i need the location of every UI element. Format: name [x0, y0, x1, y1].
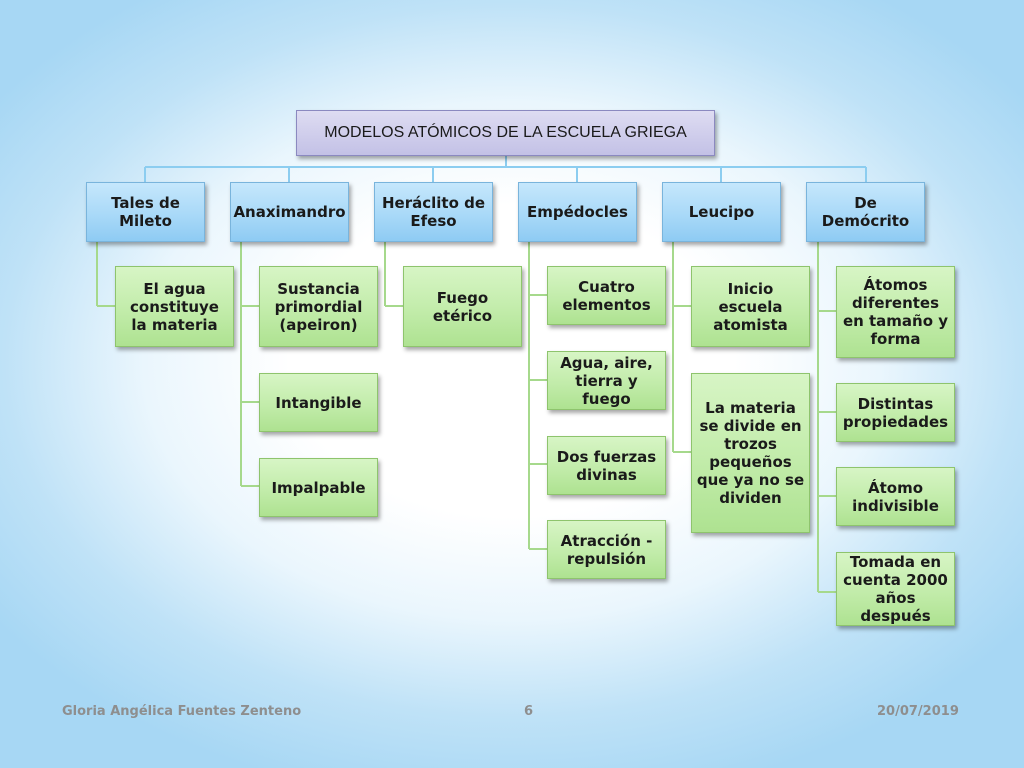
item-empedocles-3: Dos fuerzas divinas: [547, 436, 666, 495]
item-empedocles-1: Cuatro elementos: [547, 266, 666, 325]
item-heraclito-1: Fuego etérico: [403, 266, 522, 347]
footer-date: 20/07/2019: [877, 704, 959, 719]
header-tales-de-mileto: Tales de Mileto: [86, 182, 205, 242]
footer-page-number: 6: [524, 704, 534, 719]
item-anaximandro-3: Impalpable: [259, 458, 378, 517]
diagram-title: MODELOS ATÓMICOS DE LA ESCUELA GRIEGA: [296, 110, 715, 156]
header-democrito: De Demócrito: [806, 182, 925, 242]
item-tales-1: El agua constituye la materia: [115, 266, 234, 347]
footer-author: Gloria Angélica Fuentes Zenteno: [62, 704, 302, 719]
header-leucipo: Leucipo: [662, 182, 781, 242]
item-anaximandro-2: Intangible: [259, 373, 378, 432]
item-leucipo-1: Inicio escuela atomista: [691, 266, 810, 347]
item-empedocles-2: Agua, aire, tierra y fuego: [547, 351, 666, 410]
item-democrito-2: Distintas propiedades: [836, 383, 955, 442]
item-anaximandro-1: Sustancia primordial (apeiron): [259, 266, 378, 347]
item-democrito-3: Átomo indivisible: [836, 467, 955, 526]
header-empedocles: Empédocles: [518, 182, 637, 242]
item-empedocles-4: Atracción - repulsión: [547, 520, 666, 579]
header-heraclito: Heráclito de Efeso: [374, 182, 493, 242]
header-anaximandro: Anaximandro: [230, 182, 349, 242]
item-leucipo-2: La materia se divide en trozos pequeños …: [691, 373, 810, 533]
item-democrito-1: Átomos diferentes en tamaño y forma: [836, 266, 955, 358]
item-democrito-4: Tomada en cuenta 2000 años después: [836, 552, 955, 626]
